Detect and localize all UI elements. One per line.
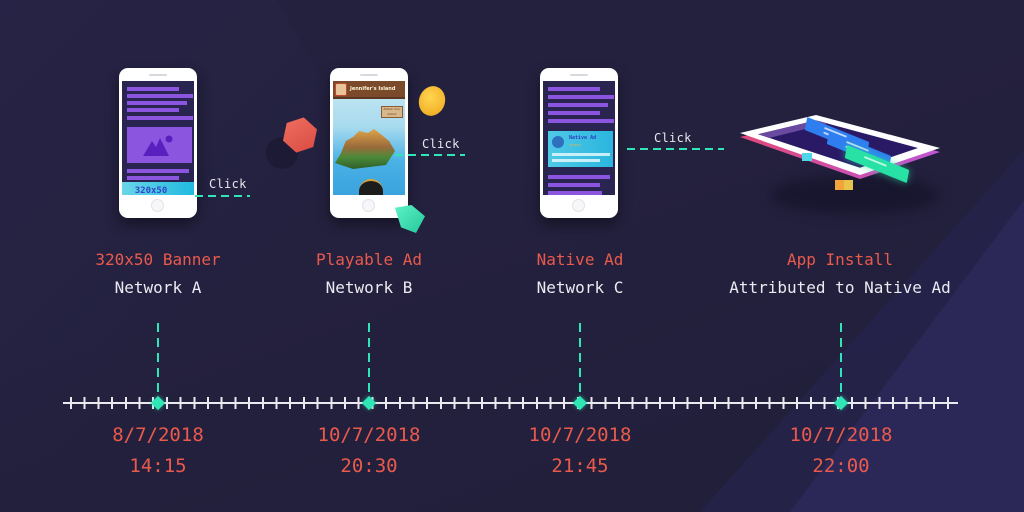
event-type: App Install: [787, 250, 893, 269]
event-connector: [579, 323, 581, 399]
phone-app-install: [740, 105, 950, 215]
step-label-install: App Install Attributed to Native Ad: [729, 249, 951, 299]
content-line: [127, 116, 193, 120]
event-date: 8/7/2018: [112, 424, 204, 446]
content-line: [127, 101, 187, 105]
event-time: 22:00: [812, 455, 870, 477]
attribution-text: Attributed to Native Ad: [729, 278, 951, 297]
click-connector: [195, 195, 250, 197]
ad-type: Playable Ad: [316, 250, 422, 269]
event-date: 10/7/2018: [317, 424, 421, 446]
event-date: 10/7/2018: [789, 424, 893, 446]
playable-game-screen[interactable]: Jennifer's Island Attack Your Island: [333, 81, 405, 195]
gold-coin-icon: [415, 82, 449, 120]
description-line: [552, 159, 600, 162]
tetris-block-icon: [835, 180, 853, 190]
event-timestamp: 8/7/2018 14:15: [112, 423, 204, 478]
content-line: [127, 94, 193, 98]
phone-home-button: [151, 199, 164, 212]
click-label: Click: [654, 131, 692, 145]
phone-speaker: [570, 74, 588, 76]
event-timestamp: 10/7/2018 20:30: [318, 423, 421, 478]
click-connector: [395, 154, 465, 156]
phone-speaker: [149, 74, 167, 76]
island-illustration: [335, 129, 395, 169]
game-sign: Attack Your Island: [381, 106, 403, 118]
content-line: [548, 111, 600, 115]
content-line: [548, 119, 614, 123]
phone-native-ad: Native Ad ★★★★★: [540, 68, 618, 218]
click-label: Click: [422, 137, 460, 151]
cannon-icon: [359, 179, 383, 195]
cloud-icon: [552, 136, 564, 148]
content-line: [548, 183, 600, 187]
star-rating: ★★★★★: [569, 142, 582, 147]
ad-type: 320x50 Banner: [95, 250, 221, 269]
game-header: Jennifer's Island: [333, 81, 405, 99]
step-label-playable: Playable Ad Network B: [316, 249, 422, 299]
native-ad-title: Native Ad: [569, 135, 597, 141]
event-time: 14:15: [129, 455, 187, 477]
event-date: 10/7/2018: [528, 424, 632, 446]
event-timestamp: 10/7/2018 21:45: [529, 423, 632, 478]
content-line: [548, 191, 602, 195]
step-label-native: Native Ad Network C: [537, 249, 624, 299]
phone-home-button: [362, 199, 375, 212]
phone-home-button: [572, 199, 585, 212]
step-label-banner: 320x50 Banner Network A: [95, 249, 220, 299]
description-line: [552, 153, 610, 156]
event-connector: [840, 323, 842, 399]
phone-screen: 320x50: [122, 81, 194, 195]
network-name: Network B: [325, 278, 413, 297]
event-connector: [157, 323, 159, 399]
timeline-ticks: [70, 397, 950, 409]
content-line: [548, 87, 600, 91]
phone-shadow: [770, 175, 940, 215]
tetris-block-icon: [802, 153, 812, 161]
phone-screen: Native Ad ★★★★★: [543, 81, 615, 195]
background-diagonal-light: [0, 0, 500, 512]
game-title: Jennifer's Island: [350, 86, 396, 92]
network-name: Network A: [114, 278, 202, 297]
phone-speaker: [360, 74, 378, 76]
avatar: [335, 83, 347, 96]
green-gem-icon: [395, 205, 425, 233]
click-label: Click: [209, 177, 247, 191]
content-line: [548, 175, 610, 179]
phone-playable-ad: Jennifer's Island Attack Your Island: [330, 68, 408, 218]
network-name: Network C: [536, 278, 624, 297]
event-time: 21:45: [551, 455, 609, 477]
banner-ad-text: 320x50: [134, 186, 168, 195]
event-timestamp: 10/7/2018 22:00: [790, 423, 893, 478]
content-line: [127, 87, 179, 91]
banner-ad[interactable]: 320x50: [122, 182, 194, 195]
event-time: 20:30: [340, 455, 398, 477]
native-ad-card[interactable]: Native Ad ★★★★★: [548, 131, 613, 167]
content-line: [127, 176, 179, 180]
ad-type: Native Ad: [536, 250, 624, 269]
content-line: [548, 103, 608, 107]
content-line: [127, 169, 189, 173]
event-connector: [368, 323, 370, 399]
phone-banner-ad: 320x50: [119, 68, 197, 218]
click-connector: [627, 148, 724, 150]
content-line: [548, 95, 614, 99]
content-line: [127, 108, 179, 112]
image-icon: [127, 127, 192, 163]
